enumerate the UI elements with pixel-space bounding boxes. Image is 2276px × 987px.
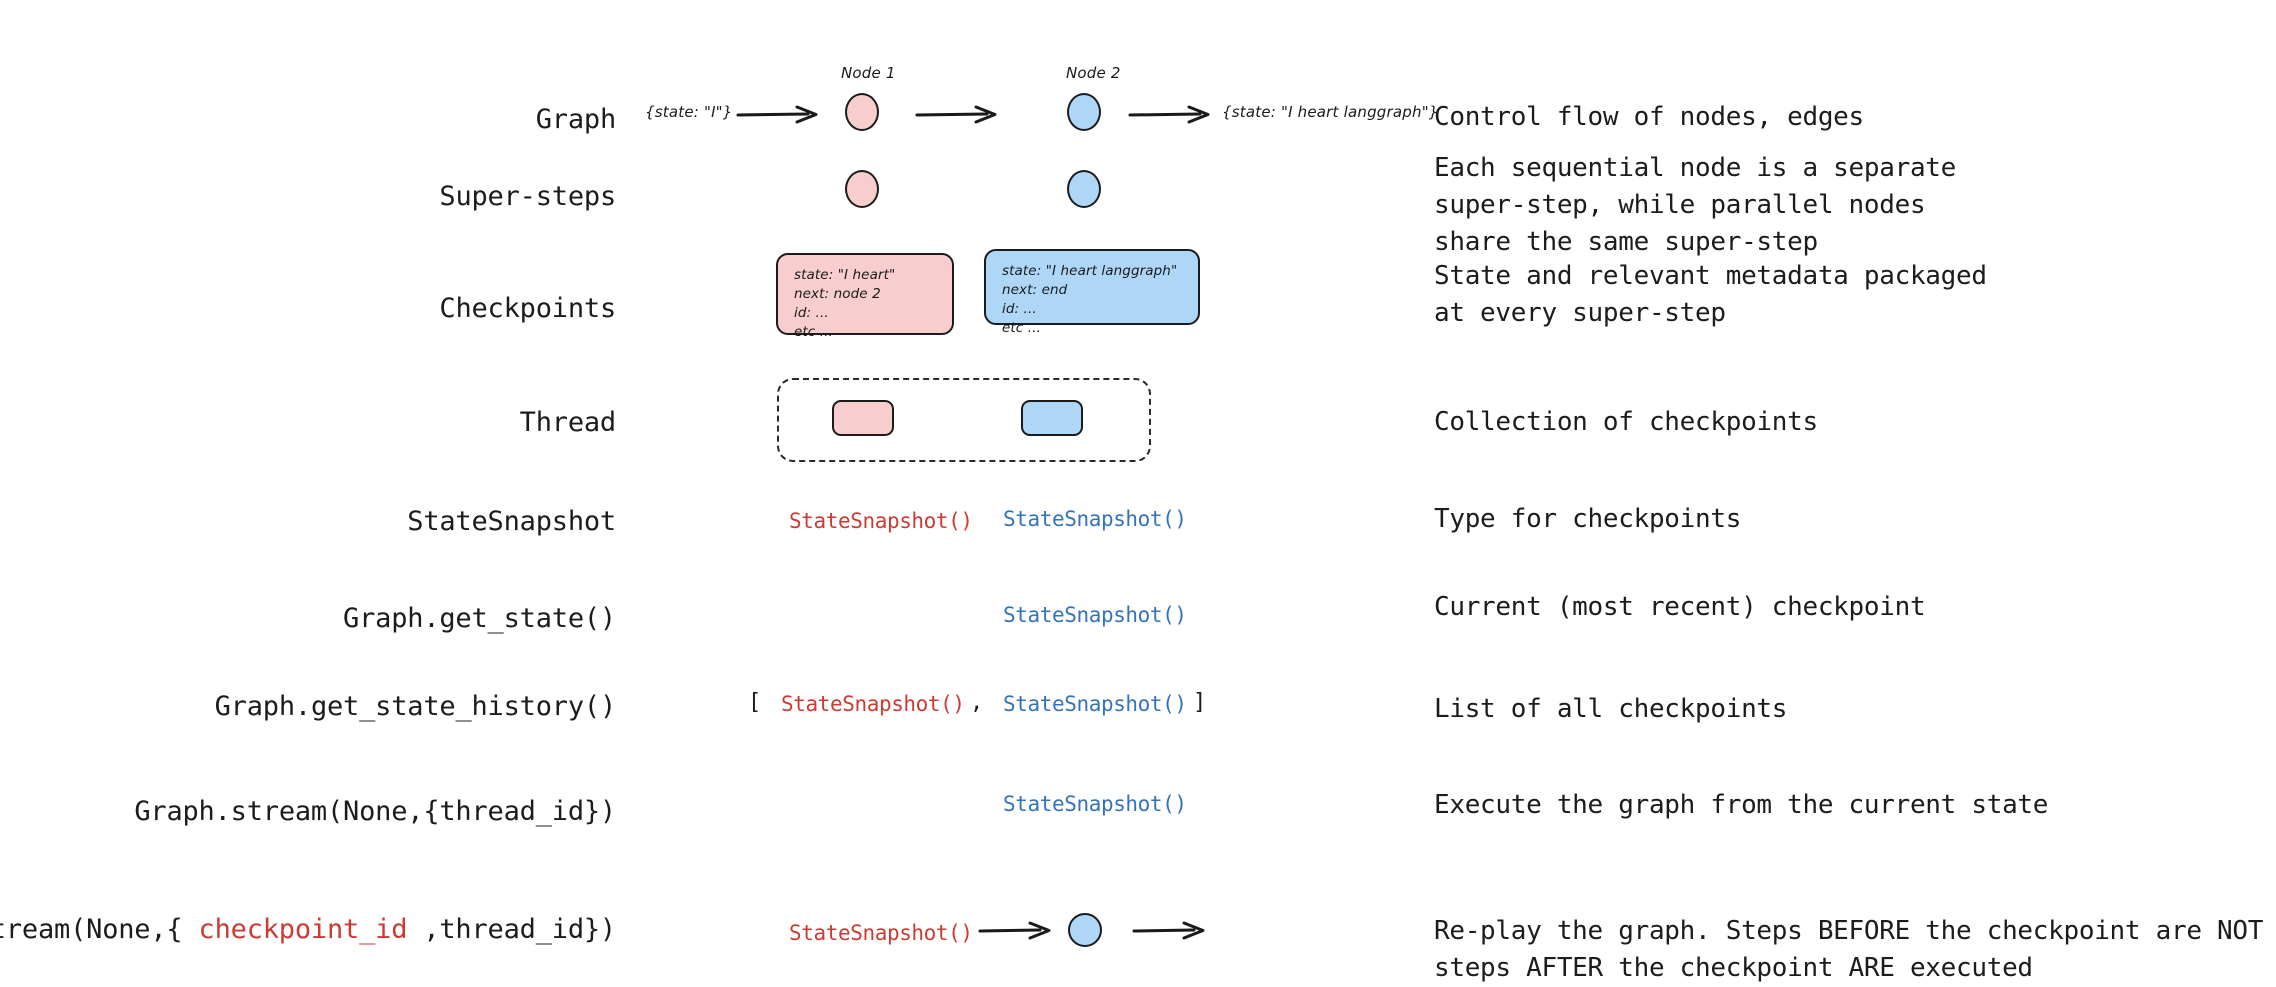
description-stream-checkpoint: Re-play the graph. Steps BEFORE the chec… [1434,916,2264,983]
description-super-steps: Each sequential node is a separate super… [1434,153,1957,257]
graph-output-state: {state: "I heart langgraph"} [1222,103,1439,121]
thread-checkpoint-blue [1021,400,1083,436]
stream-checkpoint-id-token: checkpoint_id [198,914,408,945]
description-get-state-history: List of all checkpoints [1434,694,1788,724]
graph-node1-circle [845,93,879,131]
graph-node2-circle [1067,93,1101,131]
row-label-statesnapshot: StateSnapshot [407,506,616,537]
row-label-thread: Thread [519,407,617,438]
get-state-snapshot: StateSnapshot() [1003,603,1187,627]
description-get-state: Current (most recent) checkpoint [1434,592,1926,622]
checkpoint-blue-line-2: id: ... [1002,301,1037,318]
row-label-super-steps: Super-steps [439,181,616,212]
row-label-checkpoints: Checkpoints [439,293,616,324]
description-stream-thread: Execute the graph from the current state [1434,790,2049,820]
description-statesnapshot: Type for checkpoints [1434,504,1742,534]
graph-arrow-2 [915,105,997,124]
stream-checkpoint-prefix: Graph.stream(None,{ [0,914,183,945]
history-close-bracket: ] [1193,690,1207,715]
thread-checkpoint-pink [832,400,894,436]
row-label-get-state: Graph.get_state() [343,603,616,634]
row-label-get-state-history: Graph.get_state_history() [214,691,617,722]
thread-container-box [777,378,1151,462]
replay-node-circle [1068,913,1102,947]
graph-node2-label: Node 2 [1066,64,1121,82]
stream-checkpoint-suffix: ,thread_id}) [407,914,616,945]
checkpoint-pink-line-3: etc ... [794,324,833,341]
graph-input-state: {state: "I"} [645,103,733,121]
stream-thread-snapshot: StateSnapshot() [1003,792,1187,816]
checkpoint-blue-line-0: state: "I heart langgraph" [1002,263,1178,279]
checkpoint-blue-line-1: next: end [1002,282,1068,299]
graph-node1-label: Node 1 [841,64,896,82]
graph-arrow-3 [1128,105,1210,124]
checkpoint-blue-line-3: etc ... [1002,320,1041,337]
checkpoint-pink-line-1: next: node 2 [794,286,881,303]
row-label-stream-thread: Graph.stream(None,{thread_id}) [134,796,616,827]
replay-snapshot-red: StateSnapshot() [789,921,973,945]
checkpoint-box-blue: state: "I heart langgraph" next: end id:… [984,249,1200,336]
history-open-bracket: [ [748,690,762,715]
description-graph: Control flow of nodes, edges [1434,102,1864,132]
checkpoint-pink-line-2: id: ... [794,305,829,322]
statesnapshot-type-blue: StateSnapshot() [1003,507,1187,531]
statesnapshot-type-red: StateSnapshot() [789,509,973,533]
checkpoint-box-pink: state: "I heart" next: node 2 id: ... et… [776,253,954,340]
history-comma: , [970,690,984,715]
row-label-stream-checkpoint: Graph.stream(None,{ checkpoint_id ,threa… [0,913,616,947]
graph-arrow-1 [736,105,818,124]
checkpoint-pink-line-0: state: "I heart" [794,267,896,283]
super-step-node1-circle [845,170,879,208]
history-snapshot-blue: StateSnapshot() [1003,692,1187,716]
row-label-graph: Graph [535,104,616,135]
history-snapshot-red: StateSnapshot() [781,692,965,716]
super-step-node2-circle [1067,170,1101,208]
replay-arrow-2 [1132,921,1205,940]
replay-arrow-1 [978,921,1051,940]
description-thread: Collection of checkpoints [1434,407,1818,437]
description-checkpoints: State and relevant metadata packaged at … [1434,261,1987,328]
